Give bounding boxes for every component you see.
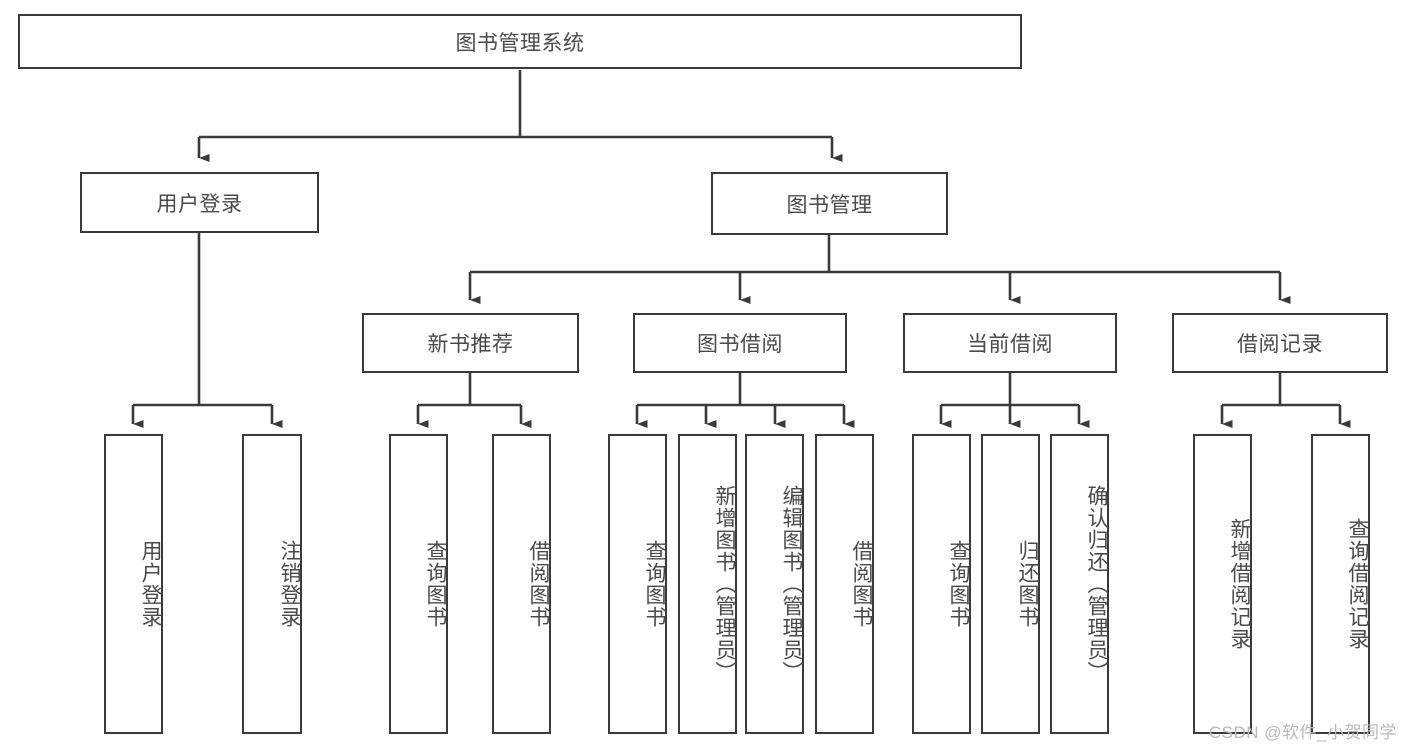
leaf-label: 归还图书: [1016, 540, 1039, 628]
edge-root-to-level2: [197, 70, 843, 162]
csdn-watermark: CSDN @软件_小贺同学: [1208, 723, 1397, 742]
leaf-label: 注销登录: [278, 540, 301, 628]
leaf-label: 确认归还（管理员）: [1085, 485, 1108, 683]
node-leaf-confirm-return[interactable]: 确认归还（管理员）: [1050, 434, 1109, 734]
node-new-book-recommend[interactable]: 新书推荐: [362, 313, 579, 373]
node-book-borrow[interactable]: 图书借阅: [633, 313, 847, 373]
leaf-label: 用户登录: [139, 540, 162, 628]
edge-borrow-record-to-leaves: [1220, 373, 1351, 428]
leaf-label: 借阅图书: [850, 540, 873, 628]
node-leaf-query-book-3[interactable]: 查询图书: [912, 434, 971, 734]
node-borrow-record[interactable]: 借阅记录: [1172, 313, 1388, 373]
node-leaf-borrow-book-1[interactable]: 借阅图书: [492, 434, 551, 734]
node-leaf-query-book-1[interactable]: 查询图书: [389, 434, 448, 734]
edge-current-borrow-to-leaves: [939, 373, 1090, 428]
node-leaf-logout-login[interactable]: 注销登录: [242, 434, 302, 734]
edge-book-borrow-to-leaves: [635, 373, 855, 428]
node-root-system[interactable]: 图书管理系统: [18, 14, 1022, 69]
node-current-borrow[interactable]: 当前借阅: [903, 313, 1117, 373]
leaf-label: 借阅图书: [527, 540, 550, 628]
leaf-label: 查询图书: [424, 540, 447, 628]
leaf-label: 新增借阅记录: [1228, 518, 1251, 650]
node-leaf-return-book[interactable]: 归还图书: [981, 434, 1040, 734]
edge-new-book-recommend-to-leaves: [416, 373, 532, 428]
leaf-label: 查询图书: [643, 540, 666, 628]
node-leaf-edit-book[interactable]: 编辑图书（管理员）: [745, 434, 804, 734]
leaf-label: 查询借阅记录: [1346, 518, 1369, 650]
leaf-label: 查询图书: [947, 540, 970, 628]
node-leaf-user-login[interactable]: 用户登录: [104, 434, 163, 734]
edge-book-manage-to-level3: [468, 235, 1291, 304]
node-leaf-add-book[interactable]: 新增图书（管理员）: [678, 434, 737, 734]
node-leaf-borrow-book-2[interactable]: 借阅图书: [815, 434, 874, 734]
node-leaf-add-record[interactable]: 新增借阅记录: [1193, 434, 1252, 734]
node-leaf-query-book-2[interactable]: 查询图书: [608, 434, 667, 734]
node-user-login[interactable]: 用户登录: [80, 172, 319, 233]
leaf-label: 编辑图书（管理员）: [780, 485, 803, 683]
leaf-label: 新增图书（管理员）: [713, 485, 736, 683]
edge-user-login-to-leaves: [131, 232, 283, 428]
node-leaf-query-record[interactable]: 查询借阅记录: [1311, 434, 1370, 734]
node-book-manage[interactable]: 图书管理: [711, 172, 948, 235]
